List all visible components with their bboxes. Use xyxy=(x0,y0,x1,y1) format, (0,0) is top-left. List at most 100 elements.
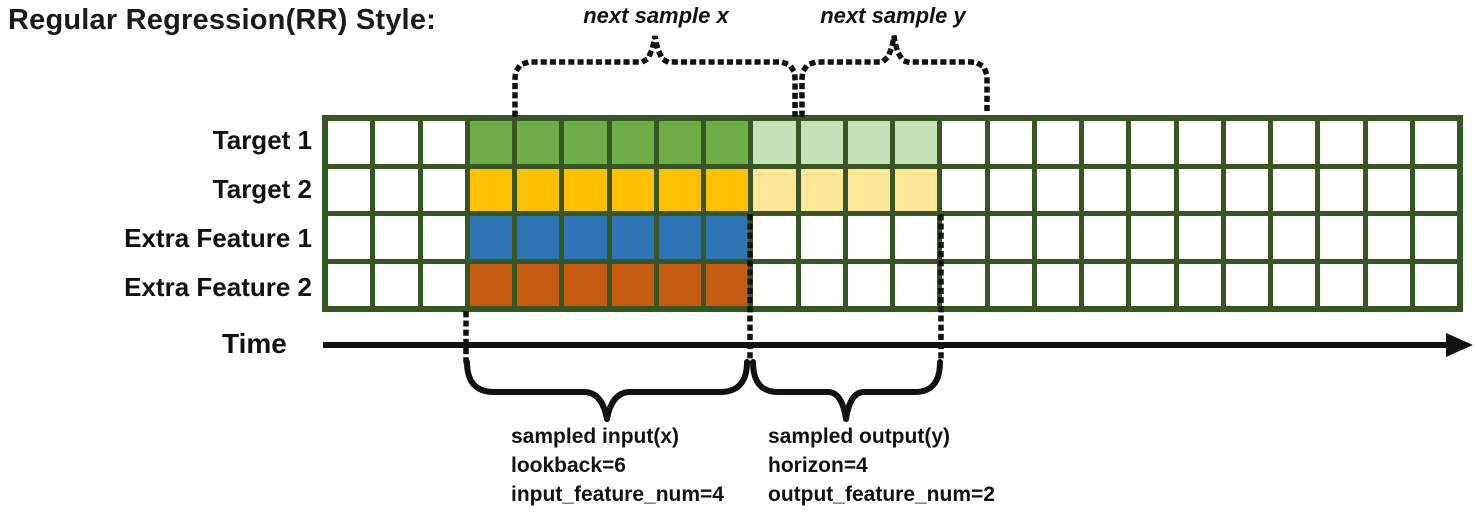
grid-cell xyxy=(328,121,371,164)
lookback-line: lookback=6 xyxy=(511,454,626,477)
grid-cell xyxy=(847,263,890,306)
grid-cell xyxy=(422,121,465,164)
time-axis-arrowhead xyxy=(1446,333,1473,357)
grid-cell xyxy=(847,168,890,211)
grid-cell xyxy=(517,168,560,211)
grid-cell xyxy=(1414,216,1457,259)
next-sample-y-label: next sample y xyxy=(820,3,966,28)
sampled-input-annotation: sampled input(x) lookback=6 input_featur… xyxy=(511,422,724,509)
row-label: Target 2 xyxy=(212,173,312,204)
grid-cell xyxy=(989,216,1032,259)
grid-cell xyxy=(895,216,938,259)
grid-cell xyxy=(753,216,796,259)
grid-cell xyxy=(1084,263,1127,306)
grid-cell xyxy=(989,168,1032,211)
grid-cell xyxy=(895,121,938,164)
grid-cell xyxy=(1131,168,1174,211)
sampled-output-brace xyxy=(750,359,943,422)
grid-cell xyxy=(942,121,985,164)
sampled-output-annotation: sampled output(y) horizon=4 output_featu… xyxy=(768,422,995,509)
next-sample-y-brace xyxy=(799,35,990,117)
grid-cell xyxy=(517,216,560,259)
grid-cell xyxy=(942,168,985,211)
grid-cell xyxy=(422,263,465,306)
grid-cell xyxy=(1131,263,1174,306)
grid-cell xyxy=(1084,168,1127,211)
grid-cell xyxy=(800,216,843,259)
grid-cell xyxy=(375,168,418,211)
grid-cell xyxy=(942,263,985,306)
grid-cell xyxy=(469,168,512,211)
grid-cell xyxy=(422,216,465,259)
grid-cell xyxy=(1178,216,1221,259)
grid-cell xyxy=(706,216,749,259)
grid-cell xyxy=(1225,121,1268,164)
grid-cell xyxy=(469,121,512,164)
grid-cell xyxy=(847,121,890,164)
grid-cell xyxy=(611,121,654,164)
grid-cell xyxy=(706,263,749,306)
grid-cell xyxy=(1178,263,1221,306)
grid-cell xyxy=(328,216,371,259)
grid-cell xyxy=(989,121,1032,164)
grid-cell xyxy=(517,121,560,164)
grid-cell xyxy=(328,263,371,306)
grid-cell xyxy=(1225,263,1268,306)
grid-cell xyxy=(753,121,796,164)
grid-cell xyxy=(706,121,749,164)
grid-cell xyxy=(422,168,465,211)
grid-cell xyxy=(375,263,418,306)
grid-cell xyxy=(375,216,418,259)
grid-cell xyxy=(328,168,371,211)
grid-cell xyxy=(800,121,843,164)
grid-cell xyxy=(753,263,796,306)
sampled-input-line: sampled input(x) xyxy=(511,425,680,448)
grid-cell xyxy=(611,263,654,306)
next-sample-x-brace xyxy=(512,35,798,117)
grid-cell xyxy=(1273,121,1316,164)
grid-cell xyxy=(1225,168,1268,211)
row-label: Extra Feature 2 xyxy=(124,272,312,303)
grid-cell xyxy=(517,263,560,306)
grid-cell xyxy=(1084,121,1127,164)
grid-cell xyxy=(375,121,418,164)
grid-cell xyxy=(1273,168,1316,211)
grid-cell xyxy=(1225,216,1268,259)
grid-cell xyxy=(1367,263,1410,306)
grid-cell xyxy=(1414,168,1457,211)
time-axis-label: Time xyxy=(222,328,287,359)
grid-cell xyxy=(1036,168,1079,211)
diagram-title: Regular Regression(RR) Style: xyxy=(8,4,436,36)
grid-cell xyxy=(1367,121,1410,164)
grid-cell xyxy=(658,121,701,164)
grid-cell xyxy=(1320,216,1363,259)
row-label: Extra Feature 1 xyxy=(124,223,312,254)
grid-cell xyxy=(1036,121,1079,164)
grid-cell xyxy=(1273,263,1316,306)
output-feature-num-line: output_feature_num=2 xyxy=(768,483,995,506)
grid-cell xyxy=(1414,263,1457,306)
grid-cell xyxy=(1367,216,1410,259)
sampled-input-brace xyxy=(464,359,750,422)
next-sample-x-label: next sample x xyxy=(583,3,729,28)
grid-cell xyxy=(564,168,607,211)
grid-cell xyxy=(800,168,843,211)
grid-cell xyxy=(658,263,701,306)
grid-cell xyxy=(1036,216,1079,259)
grid-cell xyxy=(1131,216,1174,259)
grid xyxy=(322,115,1463,312)
grid-cell xyxy=(1320,121,1363,164)
grid-cell xyxy=(658,168,701,211)
grid-cell xyxy=(1414,121,1457,164)
sampled-output-line: sampled output(y) xyxy=(768,425,950,448)
grid-cell xyxy=(706,168,749,211)
grid-cell xyxy=(800,263,843,306)
grid-cell xyxy=(1178,168,1221,211)
grid-cell xyxy=(1131,121,1174,164)
grid-cell xyxy=(1273,216,1316,259)
grid-cell xyxy=(1367,168,1410,211)
grid-cell xyxy=(1178,121,1221,164)
grid-cell xyxy=(989,263,1032,306)
